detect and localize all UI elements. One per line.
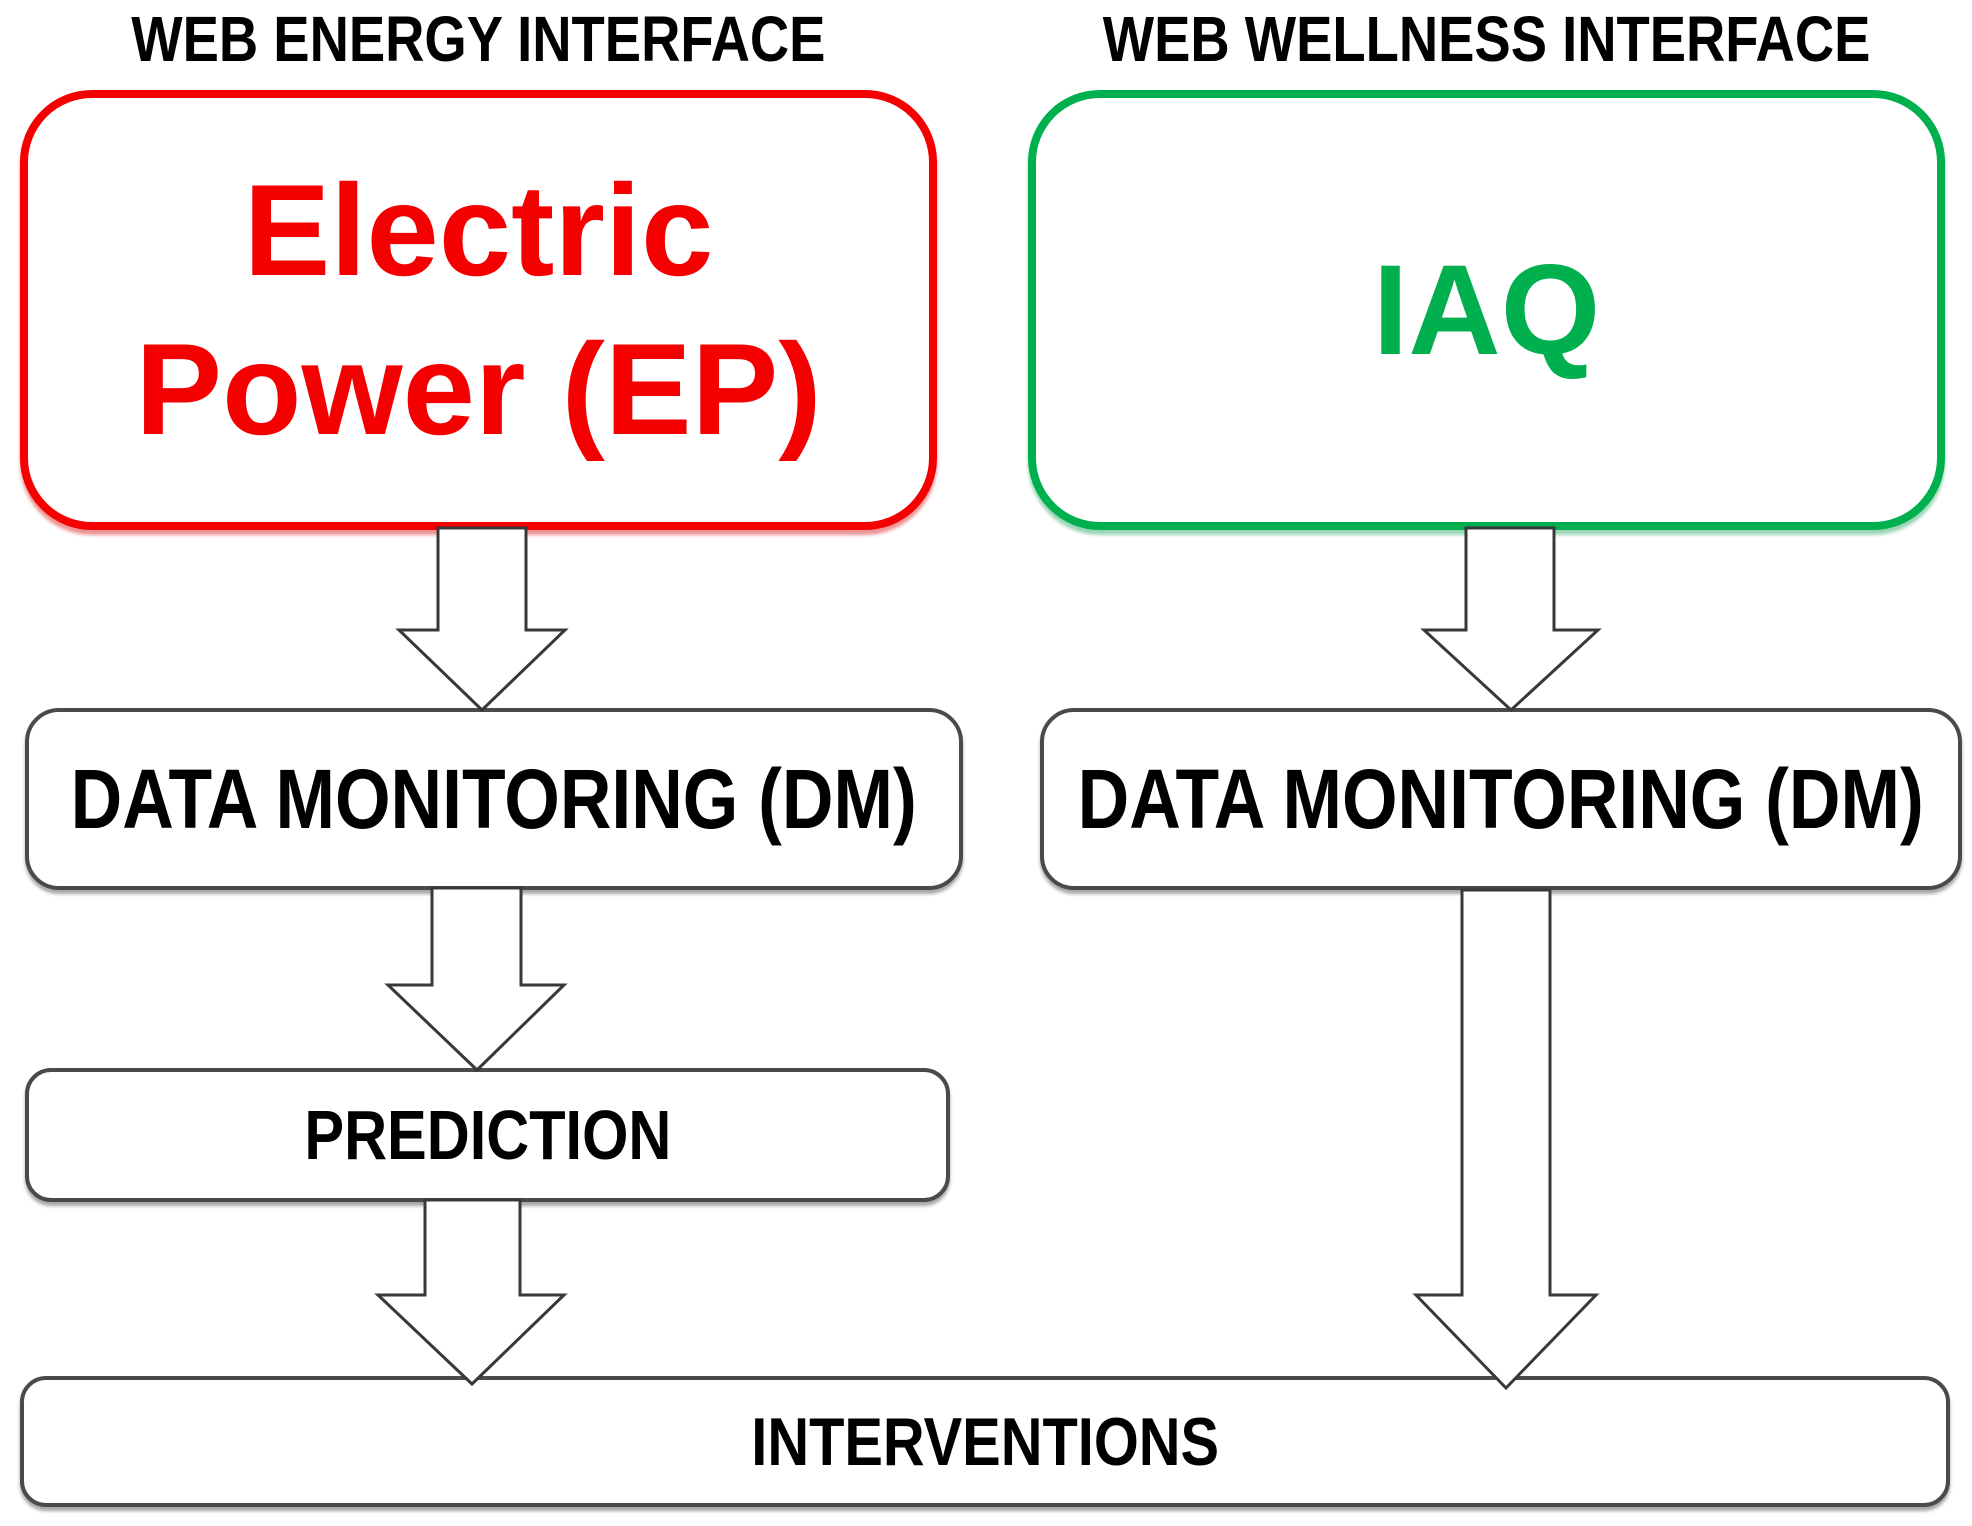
electric-power-box: Electric Power (EP)	[20, 90, 937, 530]
energy-column-header-text: WEB ENERGY INTERFACE	[131, 3, 826, 75]
data-monitoring-wellness-box: DATA MONITORING (DM)	[1040, 708, 1962, 890]
electric-power-label-line1: Electric	[243, 157, 714, 304]
electric-power-label: Electric Power (EP)	[135, 151, 821, 468]
interventions-box: INTERVENTIONS	[20, 1376, 1950, 1507]
iaq-box: IAQ	[1028, 90, 1945, 530]
data-monitoring-energy-label: DATA MONITORING (DM)	[70, 751, 918, 846]
arrow-dm-to-prediction-icon	[384, 886, 568, 1073]
electric-power-label-line2: Power (EP)	[135, 316, 822, 462]
iaq-label: IAQ	[1372, 238, 1601, 382]
arrow-dm-to-interventions-icon	[1412, 888, 1600, 1391]
data-monitoring-wellness-label: DATA MONITORING (DM)	[1077, 751, 1925, 846]
interventions-label: INTERVENTIONS	[751, 1403, 1219, 1480]
arrow-iaq-to-dm-icon	[1420, 526, 1602, 713]
data-monitoring-energy-box: DATA MONITORING (DM)	[25, 708, 963, 890]
arrow-prediction-to-interventions-icon	[374, 1198, 568, 1387]
arrow-ep-to-dm-icon	[395, 526, 569, 713]
energy-column-header: WEB ENERGY INTERFACE	[20, 3, 937, 75]
wellness-column-header: WEB WELLNESS INTERFACE	[1028, 3, 1945, 75]
wellness-column-header-text: WEB WELLNESS INTERFACE	[1102, 3, 1871, 75]
prediction-box: PREDICTION	[25, 1068, 950, 1202]
prediction-label: PREDICTION	[304, 1096, 671, 1174]
